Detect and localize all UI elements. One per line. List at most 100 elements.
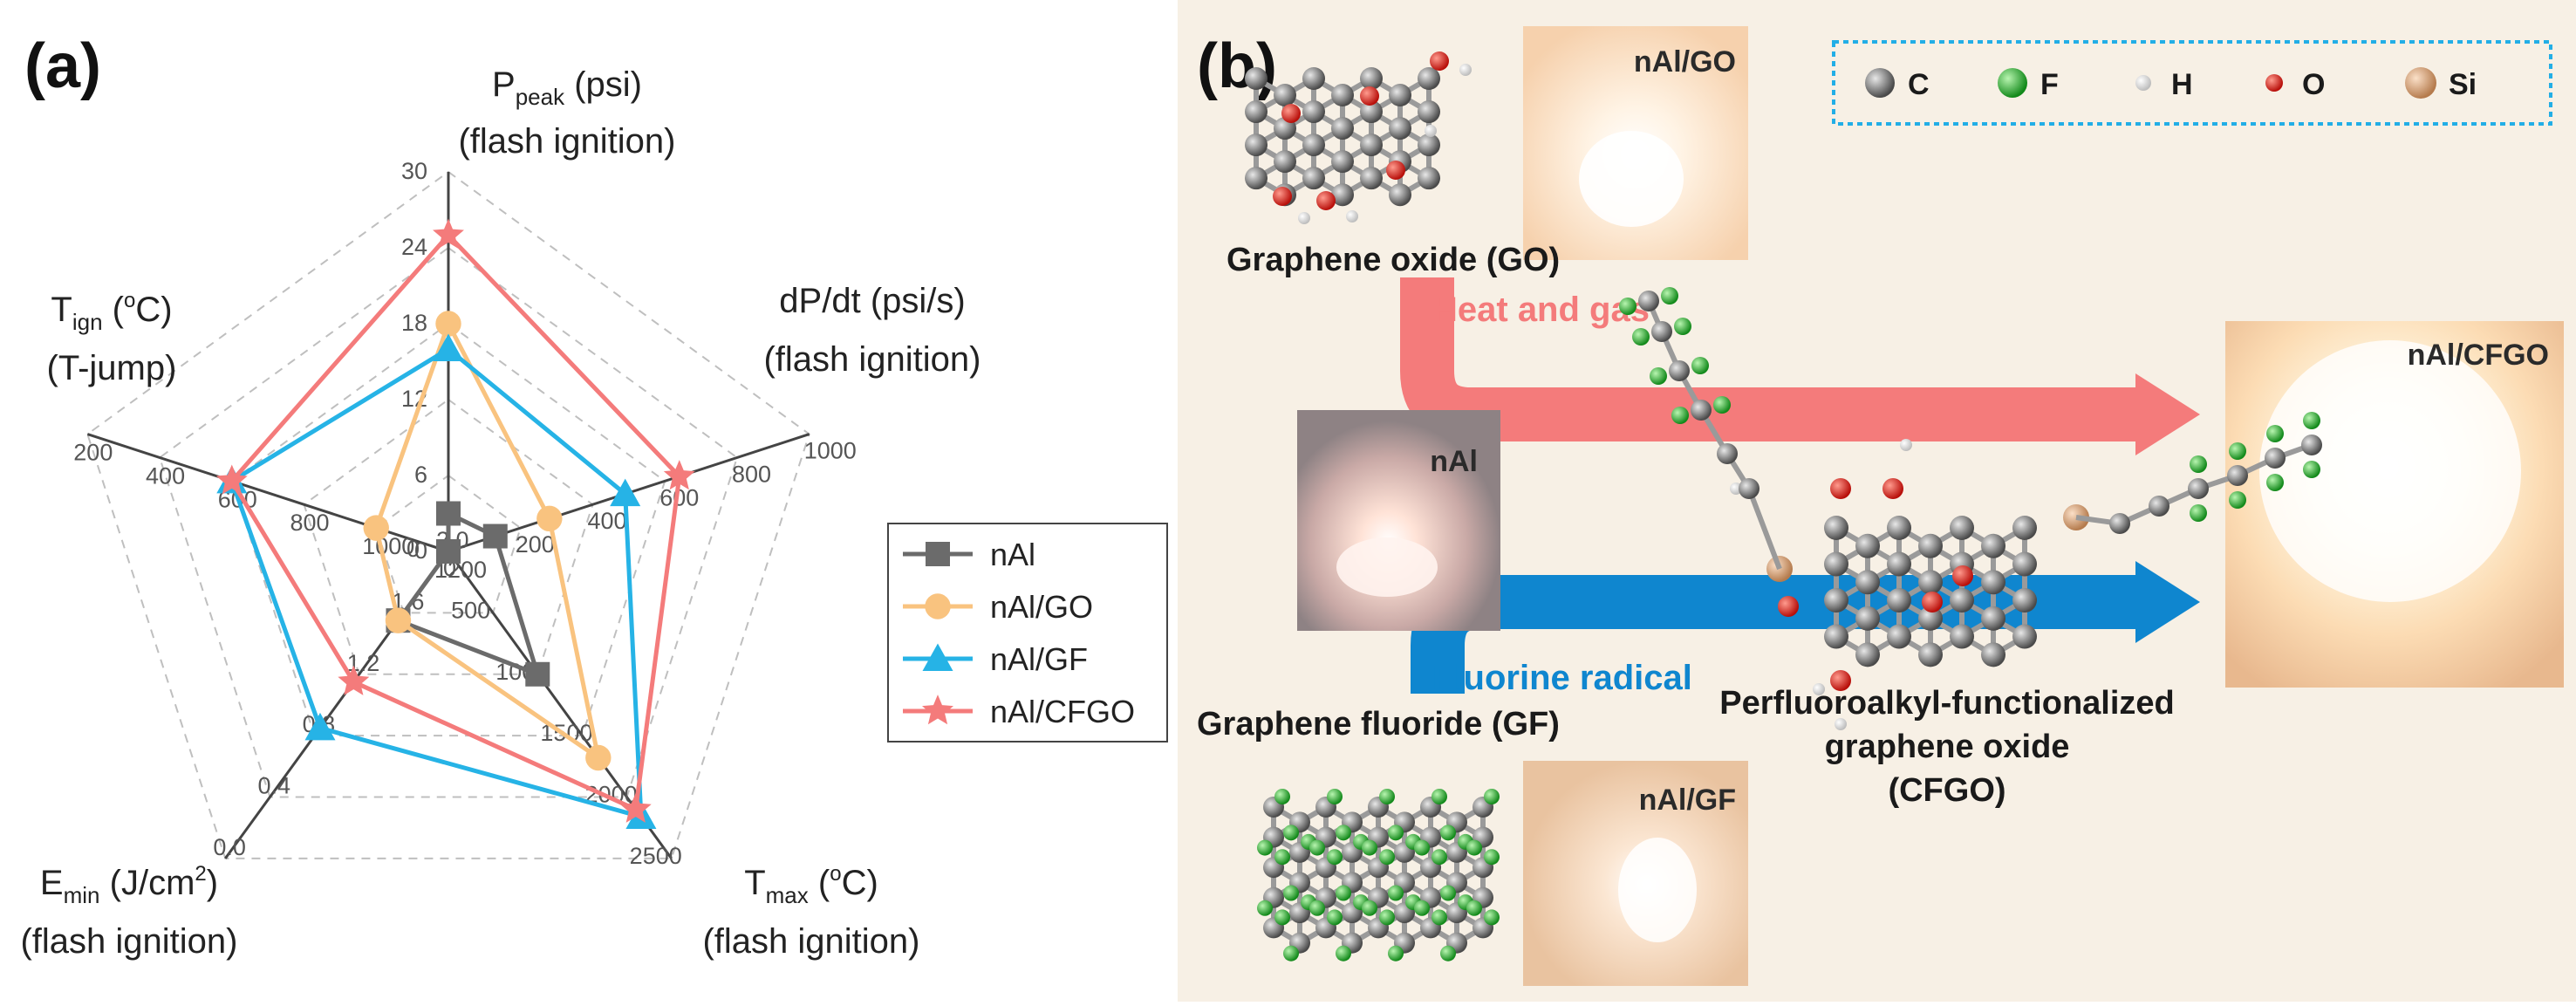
carbon-atom xyxy=(1918,606,1943,631)
carbon-atom xyxy=(1887,551,1911,577)
oxygen-atom xyxy=(1952,565,1973,586)
series-line-nal-cfgo xyxy=(229,233,682,812)
carbon-atom xyxy=(2227,465,2248,486)
photo-label-nal-cfgo: nAl/CFGO xyxy=(2408,339,2549,372)
legend-marker xyxy=(925,593,951,619)
hydrogen-atom xyxy=(1835,718,1847,730)
tick-label: 1000 xyxy=(804,438,857,464)
axis-title: Tmax (oC) xyxy=(744,862,878,908)
fluorine-atom xyxy=(1388,945,1404,962)
fluorine-atom xyxy=(1336,885,1351,901)
data-point xyxy=(215,464,248,495)
fluorine-atom xyxy=(2303,461,2320,478)
carbon-atom xyxy=(1245,133,1268,157)
legend-label: nAl/GO xyxy=(990,589,1093,625)
carbon-atom xyxy=(1887,588,1911,613)
fluorine-atom xyxy=(1327,789,1343,804)
carbon-atom xyxy=(1418,67,1440,90)
carbon-atom xyxy=(1855,570,1880,595)
tick-label: 400 xyxy=(146,462,185,489)
oxygen-atom xyxy=(1386,161,1405,180)
photo-nal-go: nAl/GO xyxy=(1523,26,1748,260)
data-point xyxy=(433,218,464,249)
tick-label: 24 xyxy=(401,234,427,260)
carbon-atom xyxy=(1331,183,1354,207)
fluorine-atom xyxy=(1650,367,1667,385)
bond xyxy=(1746,487,1782,571)
fluorine-radical-label: Fluorine radical xyxy=(1432,659,1692,697)
legend-label: nAl/CFGO xyxy=(990,694,1135,729)
fluorine-atom xyxy=(2190,455,2207,473)
fluorine-atom xyxy=(1484,909,1500,926)
fluorine-atom xyxy=(1309,839,1325,856)
data-point xyxy=(435,311,461,337)
axis-condition: (flash ignition) xyxy=(763,340,981,379)
fluorine-atom xyxy=(1431,909,1447,926)
carbon-atom xyxy=(1950,516,1974,540)
photo-nal: nAl xyxy=(1297,410,1500,631)
carbon-atom xyxy=(1274,150,1296,174)
data-point xyxy=(525,661,550,687)
fluorine-atom xyxy=(1440,945,1456,962)
fluorine-atom xyxy=(1274,909,1290,926)
fluorine-atom xyxy=(1283,945,1299,962)
carbon-atom xyxy=(1887,516,1911,540)
fluorine-atom xyxy=(2303,412,2320,429)
cfgo-label-line1: Perfluoroalkyl-functionalized xyxy=(1719,685,2175,722)
fluorine-atom xyxy=(1431,849,1447,866)
axis-condition: (T-jump) xyxy=(47,349,177,387)
fluorine-atom xyxy=(1466,900,1482,916)
fluorine-atom xyxy=(1414,900,1430,916)
carbon-atom xyxy=(1360,167,1383,190)
carbon-atom xyxy=(2012,516,2037,540)
heat-and-gas-label: Heat and gas xyxy=(1432,291,1650,329)
data-point xyxy=(436,539,461,564)
atom-legend-swatch xyxy=(1865,68,1895,98)
carbon-atom xyxy=(1855,606,1880,631)
fluorine-atom xyxy=(1674,318,1691,335)
legend-marker xyxy=(922,695,953,725)
fluorine-atom xyxy=(1661,287,1678,305)
carbon-atom xyxy=(1360,133,1383,157)
oxygen-atom xyxy=(1281,104,1301,123)
legend-marker xyxy=(926,542,950,566)
fluorine-atom xyxy=(1379,789,1395,804)
carbon-atom xyxy=(1389,183,1411,207)
fluorine-atom xyxy=(1440,825,1456,841)
fluorine-atom xyxy=(1283,885,1299,901)
atom-legend-swatch xyxy=(2135,75,2151,91)
axis-title: dP/dt (psi/s) xyxy=(779,282,965,320)
oxygen-atom xyxy=(1830,670,1851,691)
axis-condition: (flash ignition) xyxy=(458,122,675,161)
cfgo-label-line2: graphene oxide xyxy=(1825,729,2070,765)
oxygen-atom xyxy=(1882,478,1903,499)
data-point xyxy=(619,792,652,823)
data-point xyxy=(304,712,336,741)
carbon-atom xyxy=(1887,624,1911,649)
carbon-atom xyxy=(1918,533,1943,558)
tick-label: 200 xyxy=(73,440,113,466)
atom-legend-swatch xyxy=(2405,67,2436,99)
carbon-atom xyxy=(2188,478,2209,499)
fluorine-atom xyxy=(1362,900,1377,916)
tick-label: 800 xyxy=(732,461,771,487)
fluorine-atom xyxy=(1257,839,1273,856)
photo-label-nal-gf: nAl/GF xyxy=(1639,784,1736,817)
tick-label: 0 xyxy=(414,537,427,564)
fluorine-atom xyxy=(1431,789,1447,804)
carbon-atom xyxy=(1855,533,1880,558)
series-line-nal-go xyxy=(373,321,601,760)
carbon-atom xyxy=(1274,84,1296,107)
fluorine-atom xyxy=(1414,839,1430,856)
oxygen-atom xyxy=(1830,478,1851,499)
carbon-atom xyxy=(2301,435,2322,455)
carbon-atom xyxy=(1418,133,1440,157)
tick-label: 2500 xyxy=(630,843,682,869)
carbon-atom xyxy=(1245,67,1268,90)
hydrogen-atom xyxy=(1425,125,1437,137)
fluorine-atom xyxy=(1362,839,1377,856)
carbon-atom xyxy=(1418,167,1440,190)
graphene-oxide-molecule xyxy=(1245,51,1472,224)
carbon-atom xyxy=(1389,117,1411,140)
legend-label: nAl/GF xyxy=(990,641,1088,677)
